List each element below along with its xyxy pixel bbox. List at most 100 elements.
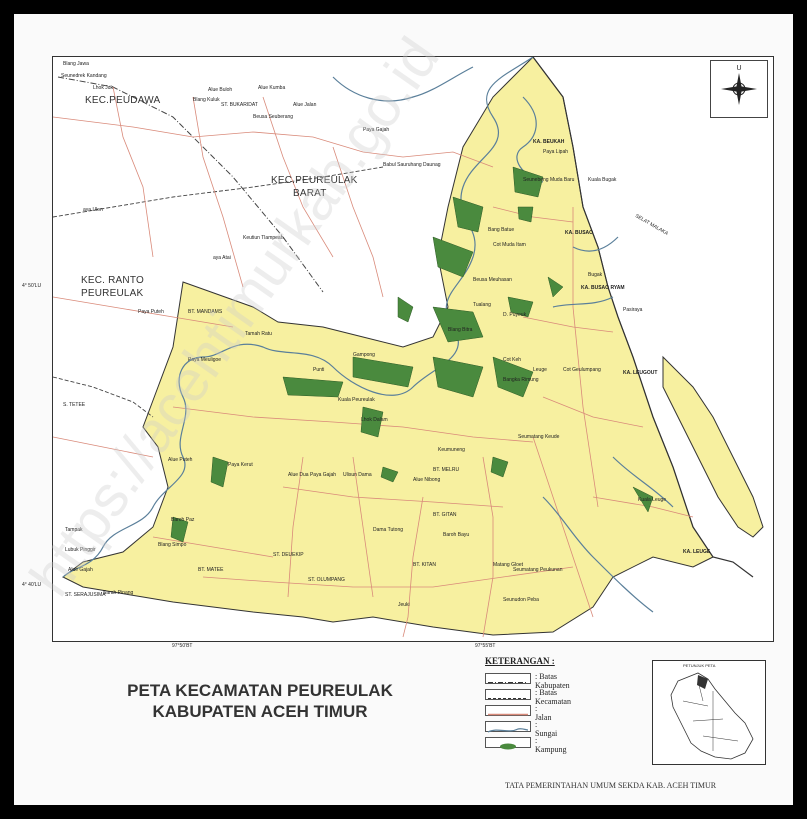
place-label: Cot Keh (503, 357, 522, 363)
lon-label-2: 97°55'BT (475, 643, 496, 649)
place-label: Tampak (65, 527, 83, 533)
kampung-areas (170, 166, 654, 543)
place-label: Matang Gloet (493, 562, 524, 568)
kabupaten-border (57, 76, 324, 293)
kec-label-ranto-2: PEUREULAK (81, 288, 144, 299)
legend-symbol-kabupaten (485, 673, 531, 684)
place-label: Paya Lipah (543, 149, 569, 155)
place-label: Alue Kumba (258, 85, 286, 91)
place-label: BT. MELRU (433, 467, 460, 473)
place-label: D. Puyeuk (503, 312, 527, 318)
coast-label-beukah: KA. BEUKAH (533, 139, 565, 145)
place-label: Blang Kuluk (193, 97, 220, 103)
place-label: Gampong (353, 352, 375, 358)
coast-label-leugout: KA. LEUGOUT (623, 370, 658, 376)
place-label: ST. SERAJUSIMA (65, 592, 106, 598)
place-label: Alue Nibong (413, 477, 441, 483)
map-canvas (53, 57, 764, 638)
place-label: Keumuneng (438, 447, 465, 453)
estuary-shape (662, 355, 764, 538)
place-label: Keutiun Tlampean (243, 235, 284, 241)
compass-icon: U (721, 65, 757, 105)
coastline (532, 57, 754, 578)
place-label: Seunedrek Kandang (61, 73, 107, 79)
place-label: Lubuk Pinggir (65, 547, 96, 553)
rivers (62, 57, 674, 613)
place-label: aya Ulon (83, 207, 103, 213)
place-label: Pasiraya (623, 307, 643, 313)
place-label: Kuala Peureulak (338, 397, 375, 403)
legend-label: : Jalan (535, 704, 552, 722)
place-label: Bugak (588, 272, 603, 278)
place-label: Blang Jawa (63, 61, 89, 67)
inset-title: PETUNJUK PETA (683, 663, 716, 668)
legend-symbol-sungai (485, 721, 531, 733)
inset-map-shape (670, 672, 754, 760)
place-label: BT. MATEE (198, 567, 224, 573)
coast-label-busao-ryam: KA. BUSAO RYAM (581, 285, 625, 291)
place-label: Beusa Seuberang (253, 114, 294, 120)
place-label: Lhok Dalam (361, 417, 388, 423)
place-label: Punti (313, 367, 325, 373)
place-label: BT. MANDAMS (188, 309, 223, 315)
kecamatan-border-1 (53, 166, 384, 218)
place-label: Dama Tutong (373, 527, 404, 533)
place-label: Paya Kerut (228, 462, 253, 468)
map-legend: KETERANGAN : : Batas Kabupaten : Batas K… (485, 656, 635, 756)
district-polygon (62, 57, 714, 636)
place-label: ST. DEUEKIP (273, 552, 304, 558)
legend-symbol-kampung (485, 737, 531, 750)
place-label: Tamah Ratu (245, 331, 272, 337)
place-label: Blang Simpo (158, 542, 187, 548)
map-area[interactable]: KEC.PEUDAWA KEC.PEUREULAK BARAT KEC. RAN… (52, 56, 774, 642)
place-label: Seunudon Peba (503, 597, 539, 603)
compass-rose: U (710, 60, 768, 118)
kecamatan-border-2 (53, 376, 154, 418)
place-label: BT. GITAN (433, 512, 457, 518)
place-label: Babul Sauruhang Daunag (383, 162, 441, 168)
place-label: S. TETEE (63, 402, 86, 408)
place-label: Leuge (533, 367, 547, 373)
legend-symbol-jalan (485, 705, 531, 716)
map-title: PETA KECAMATAN PEUREULAK KABUPATEN ACEH … (95, 680, 425, 722)
footer-credit: TATA PEMERINTAHAN UMUM SEKDA KAB. ACEH T… (505, 781, 717, 790)
place-label: ST. BUKARIDAT (221, 102, 258, 108)
map-title-line1: PETA KECAMATAN PEUREULAK (127, 681, 393, 700)
lon-label-1: 97°50'BT (172, 643, 193, 649)
kec-label-ranto: KEC. RANTO (81, 275, 144, 286)
place-label: Bangka Rimung (503, 377, 539, 383)
place-label: Seumatang Peukunan (513, 567, 563, 573)
place-label: Baroh Paz (171, 517, 195, 523)
place-label: Bang Batue (488, 227, 515, 233)
place-label: Alue Dua Paya Gajah (288, 472, 337, 478)
place-label: Cot Geulumpang (563, 367, 601, 373)
place-label: Alue Buloh (208, 87, 233, 93)
kec-label-peureulak-barat-2: BARAT (293, 188, 327, 199)
place-label: Lhok Juk (93, 85, 114, 91)
kec-label-peureulak-barat: KEC.PEUREULAK (271, 175, 358, 186)
place-label: Alue Gajah (68, 567, 93, 573)
legend-label: : Batas Kecamatan (535, 688, 571, 706)
place-label: Baroh Bayu (443, 532, 470, 538)
coast-label-leuge: KA. LEUGE (683, 549, 711, 555)
lat-label-1: 4° 50'LU (22, 283, 42, 289)
lat-label-2: 4° 40'LU (22, 582, 42, 588)
legend-label: : Kampung (535, 736, 567, 754)
place-label: Ulisun Dama (343, 472, 372, 478)
place-label: Paya Gajah (363, 127, 390, 133)
place-label: Alue Jalan (293, 102, 317, 108)
place-label: Kuala Leuge (638, 497, 667, 503)
place-label: Paya Puteh (138, 309, 164, 315)
coast-label-busao: KA. BUSAO (565, 230, 594, 236)
place-label: Beusa Meuhasan (473, 277, 512, 283)
place-label: Seumatang Keude (518, 434, 560, 440)
compass-north-letter: U (736, 65, 741, 72)
place-label: Paya Meuligoe (188, 357, 222, 363)
place-label: Alue Puteh (168, 457, 193, 463)
inset-map: PETUNJUK PETA (652, 660, 766, 765)
place-label: ST. OLUMPANG (308, 577, 345, 583)
place-label: Jeuki (398, 602, 410, 608)
map-title-line2: KABUPATEN ACEH TIMUR (152, 702, 368, 721)
place-label: Kuala Bugak (588, 177, 617, 183)
legend-symbol-kecamatan (485, 689, 531, 700)
